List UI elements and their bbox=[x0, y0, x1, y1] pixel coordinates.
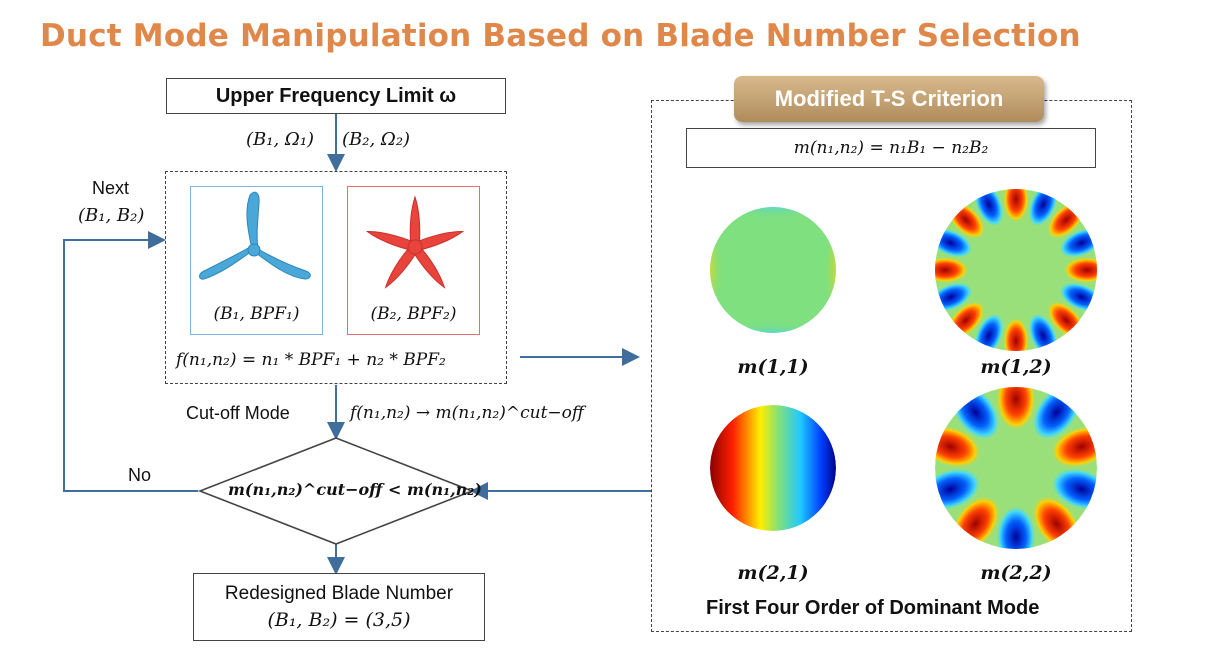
mode-lobe bbox=[996, 505, 1036, 549]
pair-b1-omega1: (B₁, Ω₁) bbox=[246, 129, 315, 150]
mode-label-1-2: m(1,2) bbox=[980, 356, 1052, 378]
mode-lobe bbox=[935, 467, 982, 511]
no-label: No bbox=[128, 465, 152, 485]
next-pair: (B₁, B₂) bbox=[78, 205, 145, 226]
mode-lobe bbox=[1003, 189, 1029, 223]
mode-label-1-1: m(1,1) bbox=[737, 356, 809, 378]
five-blade-caption: (B₂, BPF₂) bbox=[370, 304, 457, 324]
cutoff-formula: f(n₁,n₂) → m(n₁,n₂)^cut−off bbox=[350, 403, 584, 423]
mode-plot-1-2 bbox=[935, 189, 1097, 351]
criterion-title: Modified T-S Criterion bbox=[774, 86, 1004, 111]
decision-condition: m(n₁,n₂)^cut−off < m(n₁,n₂) bbox=[228, 480, 482, 499]
mode-lobe bbox=[996, 387, 1036, 431]
upper-frequency-box: Upper Frequency Limit ω bbox=[166, 78, 506, 114]
mode-lobe bbox=[1063, 257, 1097, 283]
modes-caption: First Four Order of Dominant Mode bbox=[706, 597, 1040, 619]
criterion-formula-box: m(n₁,n₂) = n₁B₁ − n₂B₂ bbox=[686, 128, 1096, 168]
three-blade-caption: (B₁, BPF₁) bbox=[213, 304, 300, 324]
redesigned-blade-box: Redesigned Blade Number (B₁, B₂) = (3,5) bbox=[193, 573, 485, 641]
mode-plot-2-2 bbox=[935, 387, 1097, 549]
pair-b2-omega2: (B₂, Ω₂) bbox=[342, 129, 411, 150]
arrow-no-loop bbox=[63, 231, 198, 492]
redesigned-value: (B₁, B₂) = (3,5) bbox=[267, 609, 411, 631]
criterion-badge: Modified T-S Criterion bbox=[734, 76, 1044, 122]
mode-lobe bbox=[1003, 317, 1029, 351]
diagram-title: Duct Mode Manipulation Based on Blade Nu… bbox=[40, 18, 1081, 54]
criterion-formula: m(n₁,n₂) = n₁B₁ − n₂B₂ bbox=[793, 138, 989, 158]
mode-plot-2-1 bbox=[710, 405, 836, 531]
mode-lobe bbox=[935, 257, 969, 283]
frequency-formula: f(n₁,n₂) = n₁ * BPF₁ + n₂ * BPF₂ bbox=[176, 350, 446, 370]
five-blade-propeller-icon bbox=[365, 195, 465, 289]
next-label: Next bbox=[92, 178, 130, 198]
three-blade-propeller-icon bbox=[199, 191, 311, 280]
mode-lobe bbox=[935, 425, 982, 469]
blade-selection-container bbox=[165, 171, 507, 384]
three-blade-propeller-panel: (B₁, BPF₁) bbox=[190, 186, 323, 335]
mode-lobe bbox=[1050, 425, 1097, 469]
mode-plot-1-1 bbox=[710, 207, 836, 333]
decision-diamond bbox=[197, 437, 475, 545]
redesigned-title: Redesigned Blade Number bbox=[224, 583, 454, 604]
mode-label-2-1: m(2,1) bbox=[737, 562, 809, 584]
five-blade-propeller-panel: (B₂, BPF₂) bbox=[347, 186, 480, 335]
upper-frequency-label: Upper Frequency Limit ω bbox=[215, 84, 457, 107]
mode-lobe bbox=[1050, 467, 1097, 511]
cutoff-mode-label: Cut-off Mode bbox=[186, 403, 290, 423]
mode-label-2-2: m(2,2) bbox=[980, 562, 1052, 584]
